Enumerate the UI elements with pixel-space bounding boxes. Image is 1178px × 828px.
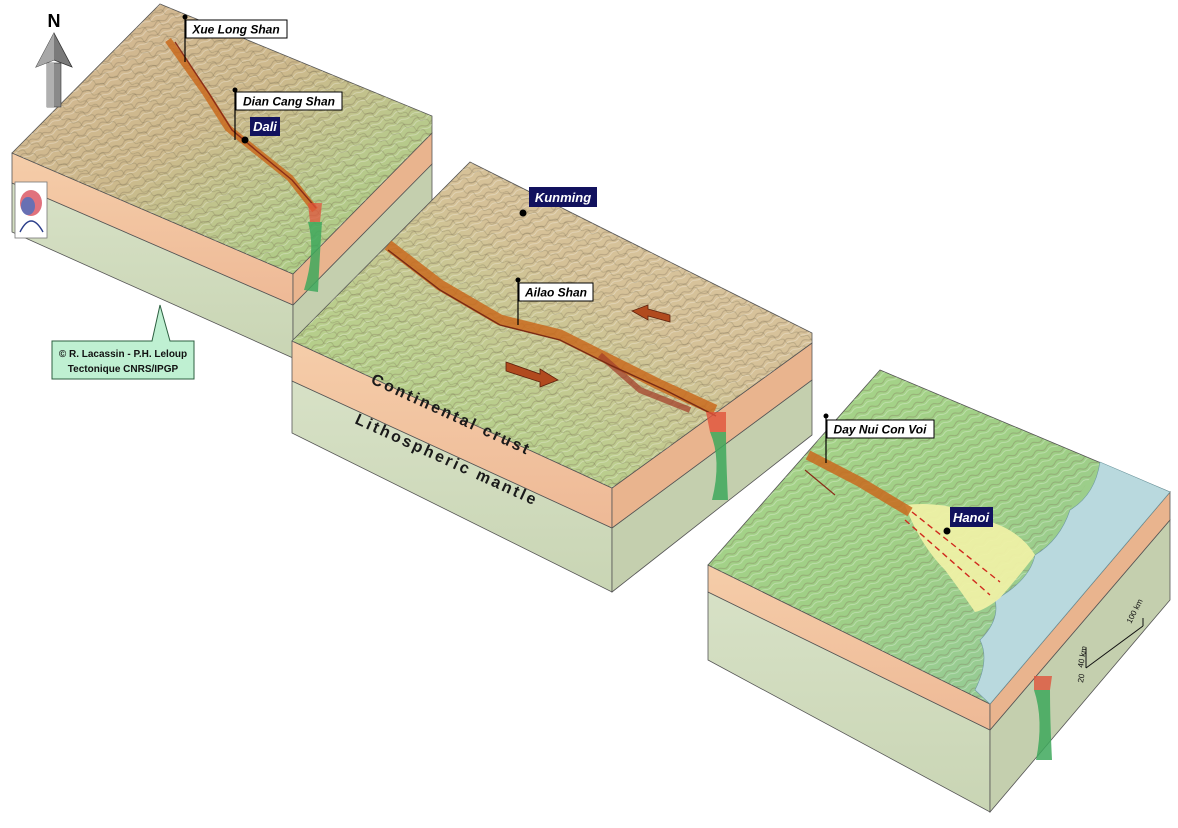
center-shear-zone-root: [710, 432, 728, 500]
fault-motion-arrow-icon-2: [631, 304, 671, 323]
center-shear-zone-top: [706, 412, 726, 432]
label-hanoi: Hanoi: [953, 510, 990, 525]
west-shear-zone-root: [304, 222, 322, 292]
flag-xue-long-shan: Xue Long Shan: [182, 14, 288, 62]
block-center: Kunming Ailao Shan Continental crust Lit…: [291, 161, 813, 593]
city-hanoi: Hanoi: [943, 507, 993, 535]
scale-label-20: 20: [1076, 672, 1087, 683]
label-xue-long-shan: Xue Long Shan: [191, 23, 279, 37]
east-fault-dashed-1: [911, 511, 1001, 583]
credit-line-1: © R. Lacassin - P.H. Leloup: [59, 349, 187, 360]
institution-logo-icon: [14, 181, 48, 239]
center-fault-trace: [387, 249, 717, 417]
label-day-nui-con-voi: Day Nui Con Voi: [834, 423, 928, 437]
west-shear-zone-top: [308, 203, 322, 222]
city-kunming: Kunming: [519, 187, 597, 217]
flag-dian-cang-shan: Dian Cang Shan: [232, 87, 343, 140]
east-fault-zone: [805, 450, 913, 517]
city-dali: Dali: [241, 117, 280, 144]
flag-ailao-shan: Ailao Shan: [515, 277, 594, 325]
label-kunming: Kunming: [535, 190, 591, 205]
east-shear-zone-top: [1034, 676, 1052, 690]
east-sea: [974, 461, 1171, 705]
center-fault-zone: [384, 240, 718, 416]
north-label: N: [48, 11, 61, 31]
label-dian-cang-shan: Dian Cang Shan: [243, 95, 335, 109]
east-fault-dashed-2: [904, 519, 991, 596]
scale-label-40km: 40 km: [1076, 645, 1089, 668]
label-ailao-shan: Ailao Shan: [524, 286, 587, 300]
north-arrow: N: [35, 11, 73, 108]
credit-callout: © R. Lacassin - P.H. Leloup Tectonique C…: [51, 304, 195, 380]
east-fault-trace: [804, 469, 836, 496]
north-arrow-icon: [35, 32, 73, 108]
block-east: Day Nui Con Voi Hanoi 100 km 40 km 20: [707, 369, 1171, 814]
flag-day-nui-con-voi: Day Nui Con Voi: [823, 413, 935, 463]
label-dali: Dali: [253, 119, 277, 134]
west-terrain-relief-2: [12, 4, 432, 274]
block-west: Xue Long Shan Dian Cang Shan Dali: [11, 3, 433, 359]
fault-motion-arrow-icon: [505, 361, 559, 388]
credit-line-2: Tectonique CNRS/IPGP: [68, 364, 179, 375]
east-shear-zone-root: [1034, 690, 1052, 760]
